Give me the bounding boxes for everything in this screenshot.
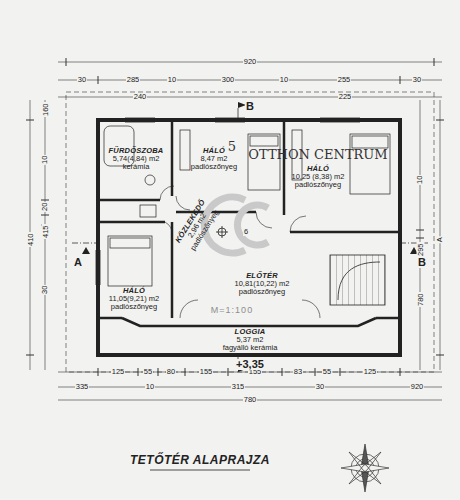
dimension-label: 125 — [363, 368, 378, 376]
dimension-label: 410 — [26, 233, 34, 248]
room-number: 5 — [227, 140, 237, 153]
watermark: M=1:100 — [210, 306, 254, 315]
dimension-label: A — [436, 236, 444, 243]
plan-title: TETŐTÉR ALAPRAJZA — [129, 454, 271, 466]
bedroom-room: HÁLÓ10,25 (8,38) m2padlószőnyeg — [290, 165, 347, 192]
dimension-label: 20 — [41, 202, 49, 212]
dimension-label: 10 — [145, 383, 155, 391]
dimension-label: 83 — [293, 368, 303, 376]
dimension-label: 240 — [133, 93, 148, 101]
room-info: padlószőnyeg — [232, 288, 291, 296]
dimension-label: 30 — [315, 383, 325, 391]
room-info: fagyálló kerámia — [221, 344, 280, 352]
bathroom-room: FÜRDŐSZOBA5,74(4,84) m2kerámia — [107, 147, 166, 174]
room-info: 10,81(10,22) m2 — [232, 280, 291, 288]
loggia-room: LOGGIA5,37 m2fagyálló kerámia — [221, 328, 280, 355]
dimension-label: 155 — [199, 368, 214, 376]
room-info: 8,47 m2 — [189, 155, 239, 163]
room-info: padlószőnyeg — [189, 163, 239, 171]
dimension-label: 80 — [166, 368, 176, 376]
dimension-label: 30 — [412, 76, 422, 84]
room-info: 5,74(4,84) m2 — [107, 155, 166, 163]
room-info: padlószőnyeg — [107, 303, 161, 311]
dimension-label: 225 — [338, 93, 353, 101]
dimension-label: 780 — [416, 293, 424, 308]
bedroom-room: HÁLÓ11,05(9,21) m2padlószőnyeg — [107, 287, 161, 314]
dimension-label: 295 — [416, 243, 424, 258]
room-name: FÜRDŐSZOBA — [107, 147, 166, 155]
room-name: HÁLÓ — [107, 287, 161, 295]
dimension-label: 55 — [143, 368, 153, 376]
dimension-label: 920 — [410, 383, 425, 391]
dimension-label: 125 — [111, 368, 126, 376]
dimension-label: 10 — [416, 175, 424, 185]
dimension-label: 10 — [167, 76, 177, 84]
room-info: 10,25 (8,38) m2 — [290, 173, 347, 181]
dimension-label: 285 — [126, 76, 141, 84]
room-name: LOGGIA — [221, 328, 280, 336]
room-name: ELŐTÉR — [232, 272, 291, 280]
room-name: HÁLÓ — [290, 165, 347, 173]
dimension-label: 780 — [243, 396, 258, 404]
dimension-label: 300 — [221, 76, 236, 84]
dimension-label: 335 — [75, 383, 90, 391]
section-mark: B — [245, 101, 255, 112]
dimension-label: 30 — [77, 76, 87, 84]
dimension-label: 255 — [337, 76, 352, 84]
room-info: kerámia — [107, 163, 166, 171]
dimension-label: 30 — [41, 285, 49, 295]
dimension-label: 10 — [279, 76, 289, 84]
dimension-label: 10 — [41, 155, 49, 165]
dimension-label: 920 — [243, 58, 258, 66]
section-mark: B — [417, 257, 427, 268]
dimension-label: 415 — [41, 225, 49, 240]
lobby-room: ELŐTÉR10,81(10,22) m2padlószőnyeg — [232, 272, 291, 299]
room-number: OTTHON CENTRUM — [247, 148, 388, 161]
dimension-label: 55 — [322, 368, 332, 376]
room-info: 11,05(9,21) m2 — [107, 295, 161, 303]
dimension-label: 6 — [243, 228, 249, 236]
dimension-label: 315 — [231, 383, 246, 391]
dimension-label: 160 — [41, 103, 49, 118]
room-info: padlószőnyeg — [290, 181, 347, 189]
section-mark: +3,35 — [235, 359, 265, 370]
room-info: 5,37 m2 — [221, 336, 280, 344]
section-mark: A — [73, 257, 83, 268]
